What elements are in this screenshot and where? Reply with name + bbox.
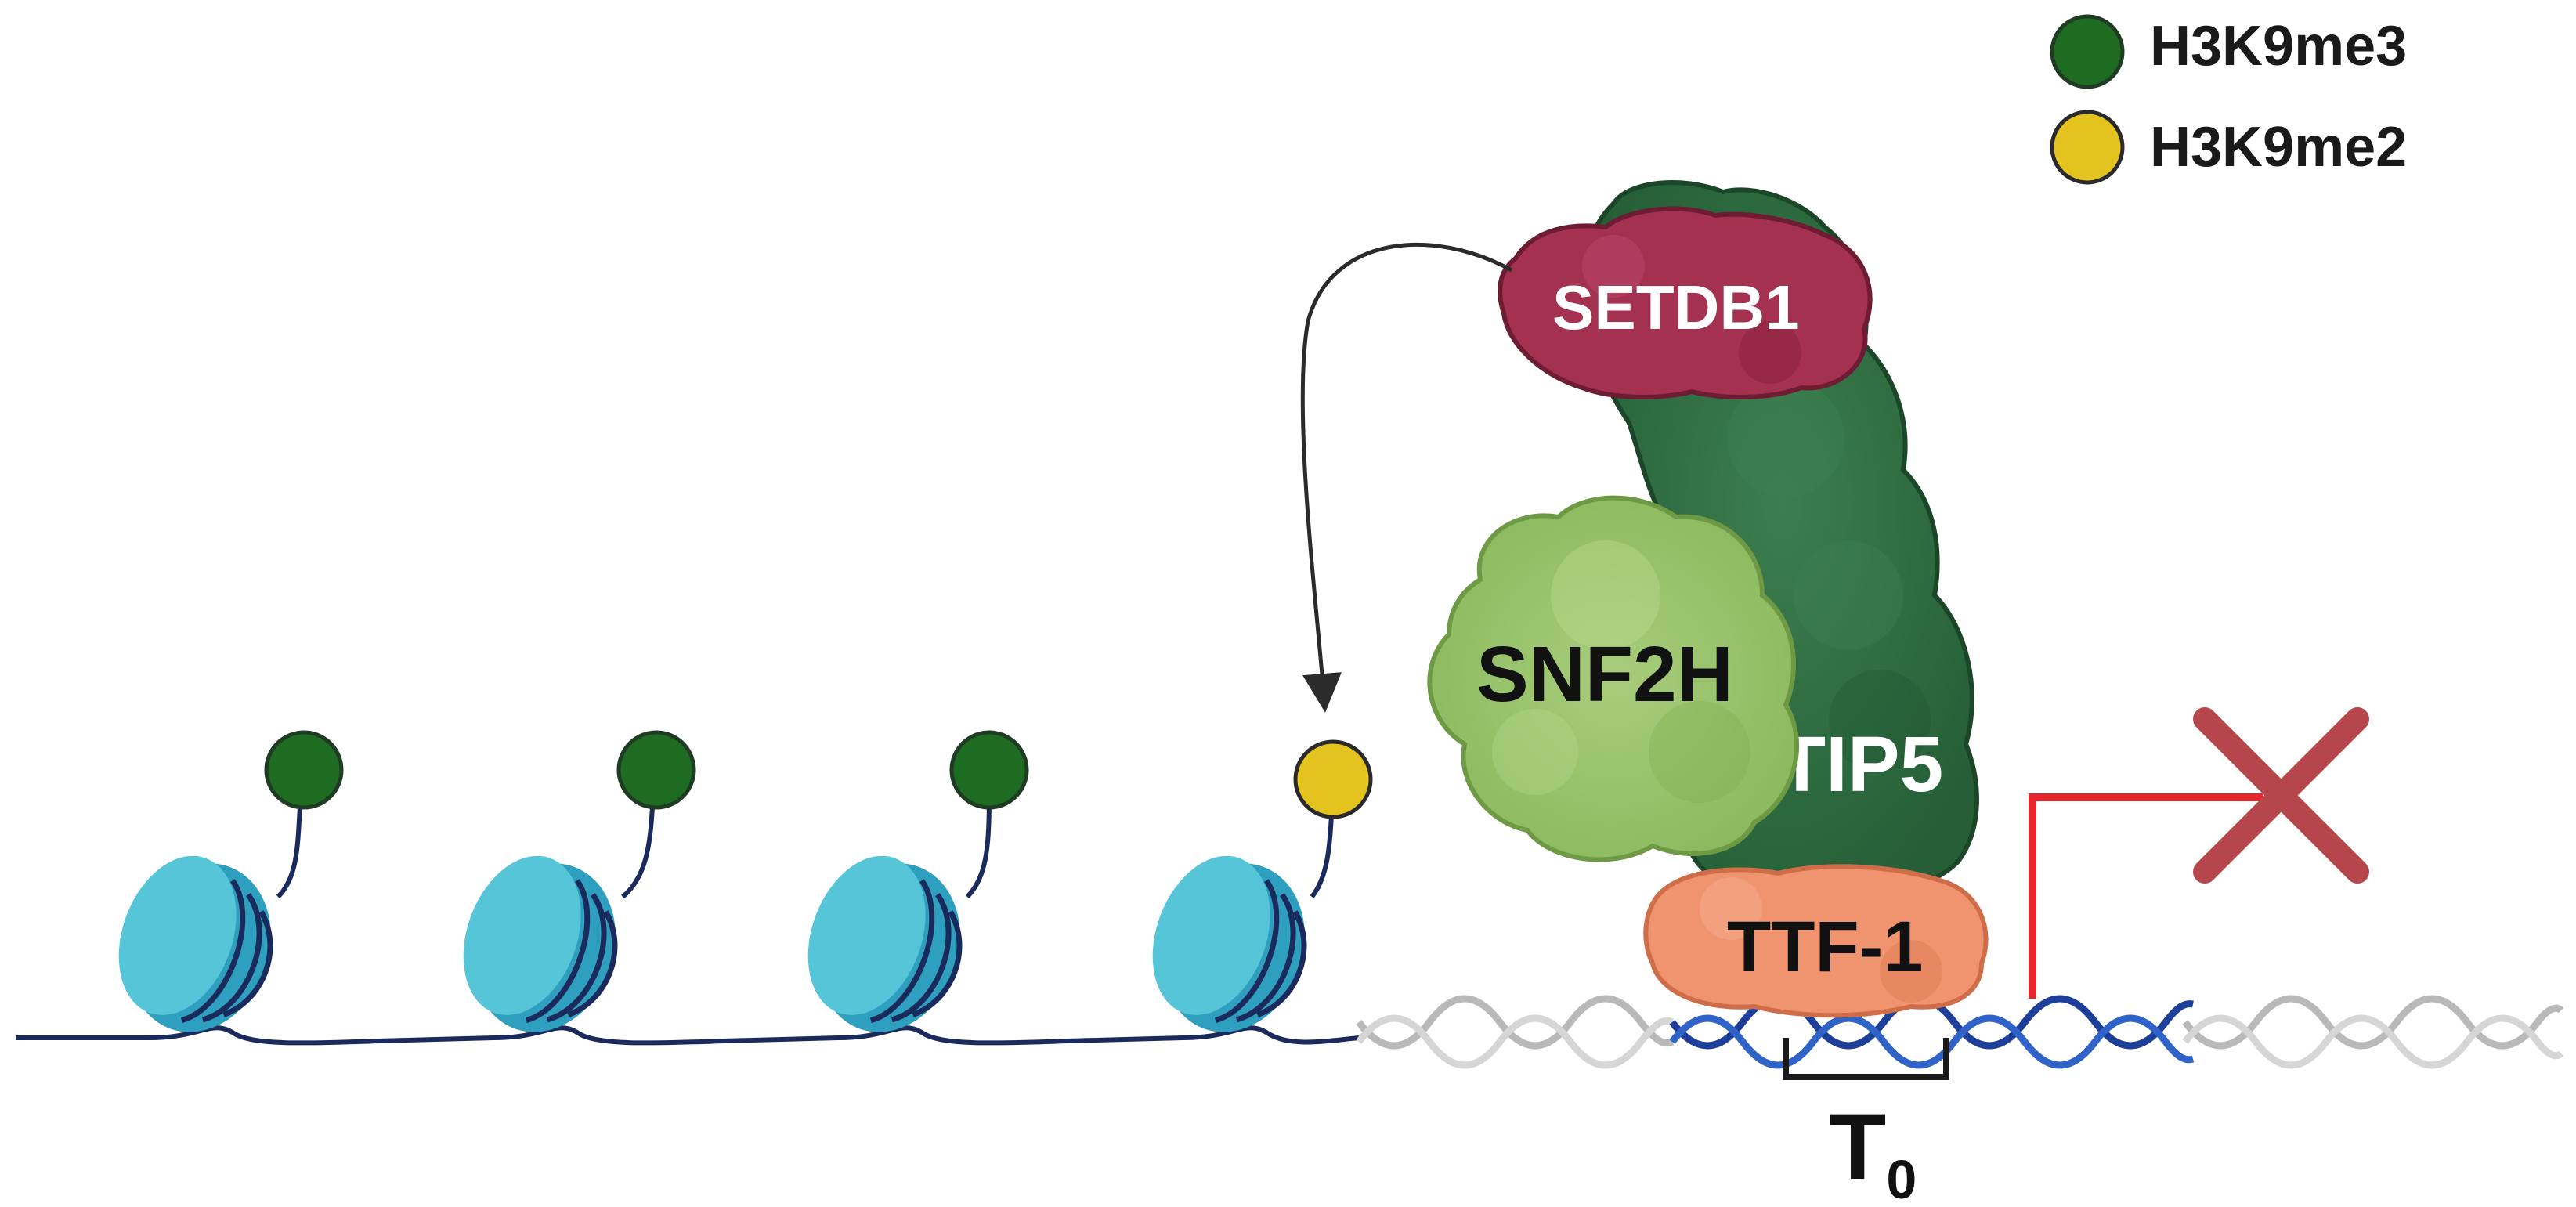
nucleosome bbox=[118, 855, 273, 1032]
histone-tail bbox=[276, 806, 302, 899]
setdb1-label: SETDB1 bbox=[1552, 273, 1800, 342]
h3k9me3-mark bbox=[616, 730, 696, 810]
h3k9me3-mark bbox=[949, 730, 1029, 810]
ttf1-label: TTF-1 bbox=[1727, 907, 1923, 987]
rdna-double-helix bbox=[1356, 995, 2564, 1069]
histone-tail bbox=[1310, 814, 1334, 898]
t0-label: T0 bbox=[1829, 1094, 1917, 1207]
nucleosome-array bbox=[118, 730, 1373, 1032]
tip5-label: TIP5 bbox=[1778, 721, 1943, 808]
h3k9me2-mark bbox=[1293, 739, 1373, 819]
ttf1-protein: TTF-1 bbox=[1643, 864, 1989, 1018]
histone-tail bbox=[965, 806, 992, 899]
h3k9me3-mark bbox=[264, 730, 344, 810]
histone-tail bbox=[621, 806, 655, 899]
promoter-arrow bbox=[2029, 793, 2263, 999]
nucleosome bbox=[463, 855, 618, 1032]
legend: H3K9me3 H3K9me2 bbox=[2050, 14, 2407, 185]
transcription-blocked-icon bbox=[2193, 707, 2369, 884]
t0-bracket bbox=[1783, 1038, 1949, 1080]
snf2h-protein: SNF2H bbox=[1427, 495, 1799, 862]
h3k9me3-marker-icon bbox=[2050, 14, 2125, 89]
h3k9me2-marker-icon bbox=[2050, 110, 2125, 185]
legend-item-h3k9me3: H3K9me3 bbox=[2050, 14, 2407, 89]
methylation-arrow bbox=[1300, 242, 1513, 713]
nucleosome bbox=[807, 855, 963, 1032]
snf2h-label: SNF2H bbox=[1476, 631, 1733, 718]
snf2h-body bbox=[1427, 495, 1799, 862]
legend-item-h3k9me2: H3K9me2 bbox=[2050, 110, 2407, 185]
t0-site-marker: T0 bbox=[1783, 1038, 1949, 1207]
nucleosome bbox=[1152, 855, 1307, 1032]
legend-label-h3k9me2: H3K9me2 bbox=[2150, 116, 2407, 179]
setdb1-protein: SETDB1 bbox=[1498, 206, 1873, 399]
legend-label-h3k9me3: H3K9me3 bbox=[2150, 15, 2407, 78]
linker-dna bbox=[16, 1025, 1360, 1046]
